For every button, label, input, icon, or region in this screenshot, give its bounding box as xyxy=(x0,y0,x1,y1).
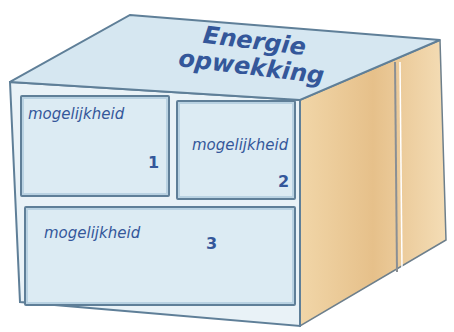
drawer-number: 1 xyxy=(148,153,159,172)
side-seam-light xyxy=(400,62,402,270)
drawer-label: mogelijkheid xyxy=(192,136,288,154)
drawer-number: 2 xyxy=(278,172,289,191)
top-face: Energie opwekking xyxy=(10,14,442,102)
drawer-label: mogelijkheid xyxy=(44,224,140,242)
drawer: mogelijkheid 3 xyxy=(24,206,296,306)
side-seam xyxy=(395,62,397,272)
drawer-number: 3 xyxy=(206,234,217,253)
drawer: mogelijkheid 2 xyxy=(176,100,296,200)
top-face-shape xyxy=(10,15,440,100)
drawer: mogelijkheid 1 xyxy=(20,95,170,197)
drawer-label: mogelijkheid xyxy=(28,105,124,123)
front-face xyxy=(10,82,300,326)
